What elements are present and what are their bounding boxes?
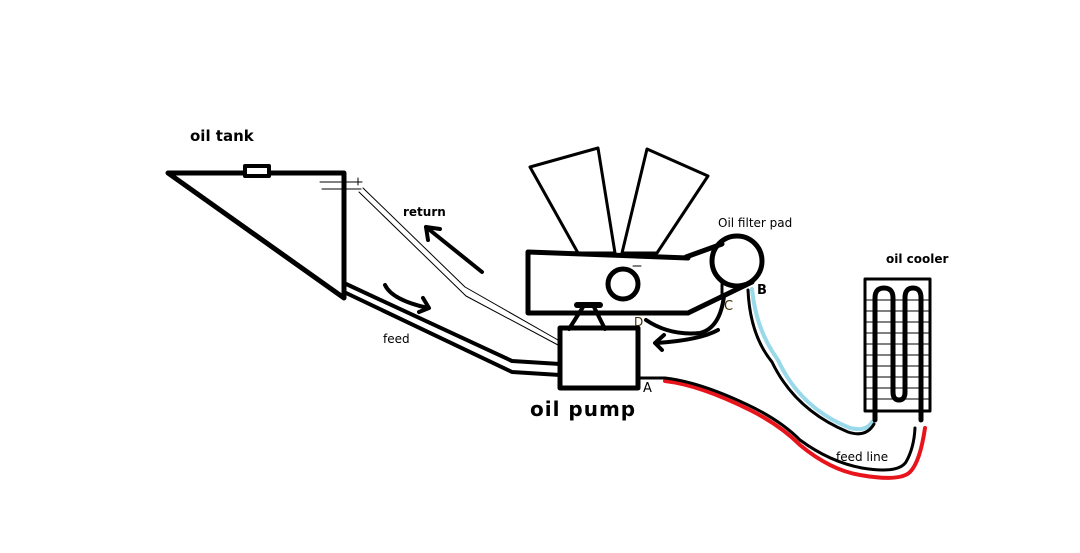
feed-arrow xyxy=(383,283,431,314)
oil-tank-label: oil tank xyxy=(190,127,254,145)
feed-pipe xyxy=(342,281,562,377)
point-c-label: C xyxy=(724,299,734,314)
point-d-label: D xyxy=(634,315,644,329)
return-line-cooler xyxy=(746,288,876,436)
scavenge-arrow xyxy=(644,294,726,352)
oil-cooler-label: oil cooler xyxy=(886,252,949,266)
point-a-label: A xyxy=(643,381,652,396)
feed-line xyxy=(636,376,917,472)
oil-filter-pad xyxy=(709,233,765,289)
return-line xyxy=(319,177,559,346)
oil-pump-label: oil pump xyxy=(530,397,637,421)
feed-label: feed xyxy=(383,332,410,346)
feed-line-label: feed line xyxy=(836,450,889,464)
pump-mount xyxy=(567,302,607,331)
oil-cooler xyxy=(863,277,932,423)
oil-tank xyxy=(165,164,347,301)
tank-cap xyxy=(243,164,271,178)
blue-oil-line xyxy=(750,287,874,432)
return-label: return xyxy=(403,205,446,219)
oil-filter-pad-label: Oil filter pad xyxy=(718,216,793,230)
return-arrow xyxy=(424,225,484,274)
red-oil-line xyxy=(663,379,927,480)
point-b-label: B xyxy=(757,283,767,298)
fan-blades xyxy=(528,146,710,255)
oil-pump xyxy=(557,325,641,391)
